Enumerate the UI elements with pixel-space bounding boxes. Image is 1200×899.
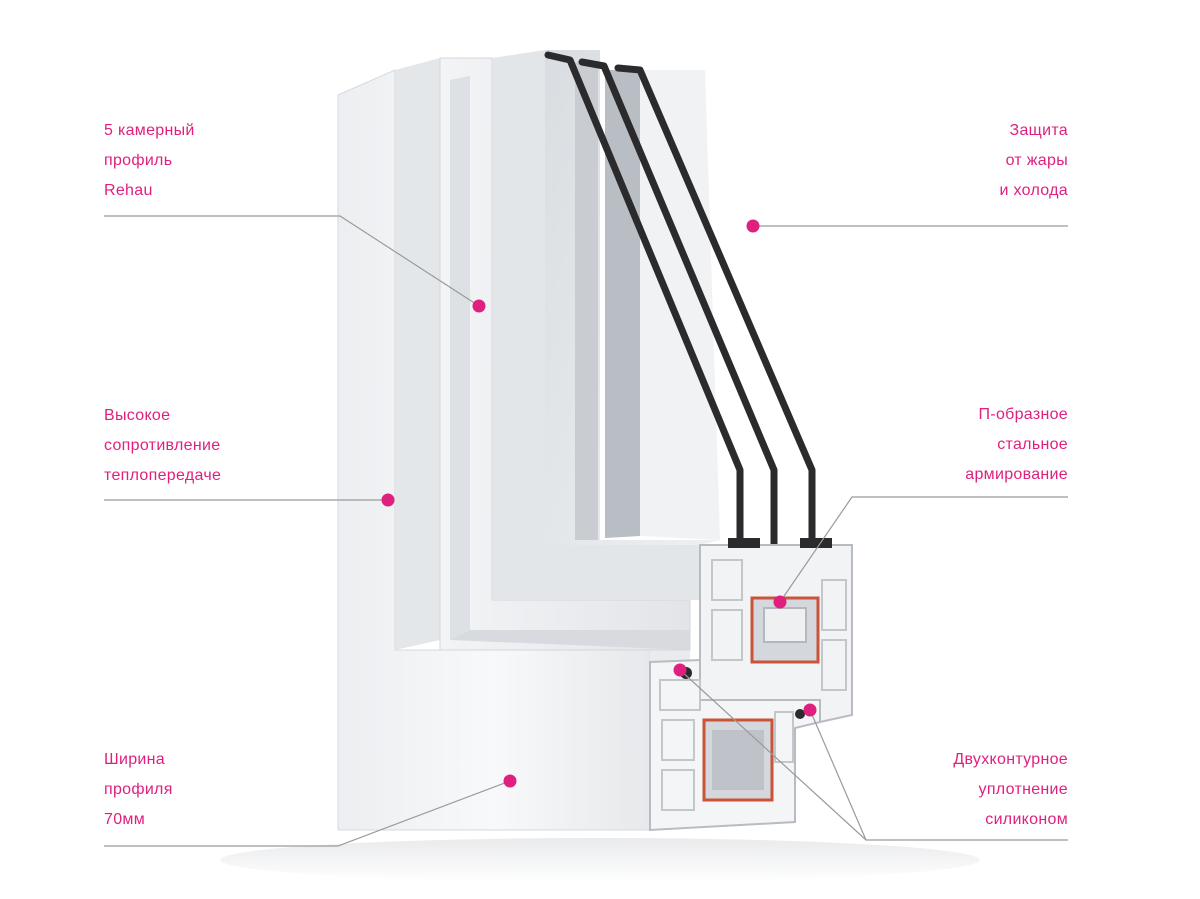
callout-dot-seal-b bbox=[803, 703, 817, 717]
callout-line: Rehau bbox=[104, 182, 153, 199]
leader-lines bbox=[104, 215, 1068, 847]
callout-line: Защита bbox=[1009, 122, 1068, 139]
callout-dots bbox=[381, 219, 817, 788]
callout-dot-heat-cold bbox=[746, 219, 760, 233]
callout-line: стальное bbox=[997, 436, 1068, 453]
leader-line-seal-b bbox=[809, 709, 867, 841]
callout-dot-width bbox=[503, 774, 517, 788]
callout-resistance: Высокое сопротивление теплопередаче bbox=[104, 401, 221, 491]
callout-line: от жары bbox=[1005, 152, 1068, 169]
leader-line-reinforcement bbox=[779, 496, 1068, 603]
callout-line: Ширина bbox=[104, 751, 165, 768]
callout-seal: Двухконтурное уплотнение силиконом bbox=[953, 745, 1068, 835]
callout-line: Высокое bbox=[104, 407, 171, 424]
callout-line: армирование bbox=[965, 466, 1068, 483]
callout-width: Ширина профиля 70мм bbox=[104, 745, 173, 835]
callout-line: уплотнение bbox=[978, 781, 1068, 798]
callout-reinforcement: П-образное стальное армирование bbox=[965, 400, 1068, 490]
callout-dot-profile bbox=[472, 299, 486, 313]
callout-line: Двухконтурное bbox=[953, 751, 1068, 768]
profile-cross-section bbox=[649, 538, 853, 832]
callout-dot-reinforcement bbox=[773, 595, 787, 609]
callout-heat-cold: Защита от жары и холода bbox=[1000, 116, 1068, 206]
leader-line-width bbox=[104, 780, 511, 847]
floor-shadow bbox=[220, 838, 980, 882]
callout-line: теплопередаче bbox=[104, 467, 222, 484]
callout-dot-resistance bbox=[381, 493, 395, 507]
callout-line: П-образное bbox=[978, 406, 1068, 423]
callout-profile: 5 камерный профиль Rehau bbox=[104, 116, 195, 206]
callout-line: 5 камерный bbox=[104, 122, 195, 139]
callout-line: профиль bbox=[104, 152, 173, 169]
callout-line: и холода bbox=[999, 182, 1068, 199]
leader-line-profile bbox=[104, 215, 480, 307]
callout-line: профиля bbox=[104, 781, 173, 798]
callout-dot-seal-a bbox=[673, 663, 687, 677]
glass-unit bbox=[492, 50, 720, 600]
callout-line: силиконом bbox=[985, 811, 1068, 828]
sash-frame bbox=[439, 57, 691, 651]
glass-panes bbox=[544, 51, 816, 572]
callout-line: 70мм bbox=[104, 811, 145, 828]
callout-line: сопротивление bbox=[104, 437, 221, 454]
